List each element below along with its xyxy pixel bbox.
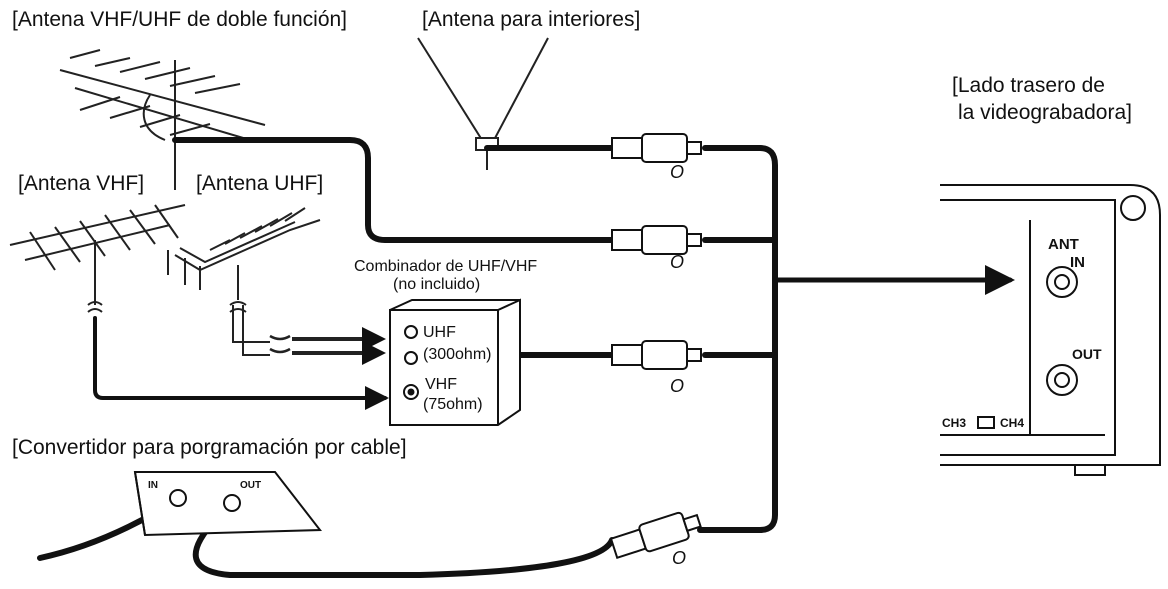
uhf-antenna-drawing — [167, 207, 321, 313]
coax-plug-3 — [611, 340, 702, 370]
vcr-back-label-line1: [Lado trasero de — [952, 74, 1105, 97]
vhf-antenna-label: [Antena VHF] — [18, 172, 145, 195]
or-label-2: O — [670, 252, 685, 272]
combiner-vhf-ohm-label: (75ohm) — [423, 396, 483, 413]
vcr-ch4-label: CH4 — [1000, 416, 1025, 430]
or-label-1: O — [670, 162, 685, 182]
vcr-rear-panel — [940, 184, 1161, 476]
vcr-ch3-label: CH3 — [942, 416, 967, 430]
combiner-box — [389, 298, 521, 426]
combiner-label-line1: Combinador de UHF/VHF — [354, 258, 538, 275]
dual-antenna-label: [Antena VHF/UHF de doble función] — [12, 8, 348, 31]
vcr-in-label: IN — [1070, 254, 1085, 271]
converter-out-label: OUT — [240, 480, 262, 491]
indoor-antenna-label: [Antena para interiores] — [422, 8, 641, 31]
dual-antenna-drawing — [59, 49, 266, 190]
coax-plug-4 — [609, 511, 702, 560]
uhf-twin-lead — [232, 305, 386, 365]
coax-plug-1 — [611, 133, 702, 163]
uhf-antenna-label: [Antena UHF] — [196, 172, 324, 195]
vhf-antenna-drawing — [9, 204, 186, 313]
cables — [37, 137, 1015, 578]
or-label-4: O — [672, 548, 687, 568]
or-label-3: O — [670, 376, 685, 396]
combiner-uhf-ohm-label: (300ohm) — [423, 346, 492, 363]
combiner-uhf-label: UHF — [423, 324, 456, 341]
cable-converter-label: [Convertidor para porgramación por cable… — [12, 436, 407, 459]
converter-in-label: IN — [148, 480, 158, 491]
vcr-back-label-line2: la videograbadora] — [958, 101, 1132, 124]
combiner-vhf-label: VHF — [425, 376, 457, 393]
coax-plug-2 — [611, 225, 702, 255]
cable-converter-box — [133, 471, 322, 537]
vcr-ant-label: ANT — [1048, 236, 1079, 253]
combiner-label-line2: (no incluido) — [393, 276, 481, 293]
vcr-out-label: OUT — [1072, 346, 1102, 362]
